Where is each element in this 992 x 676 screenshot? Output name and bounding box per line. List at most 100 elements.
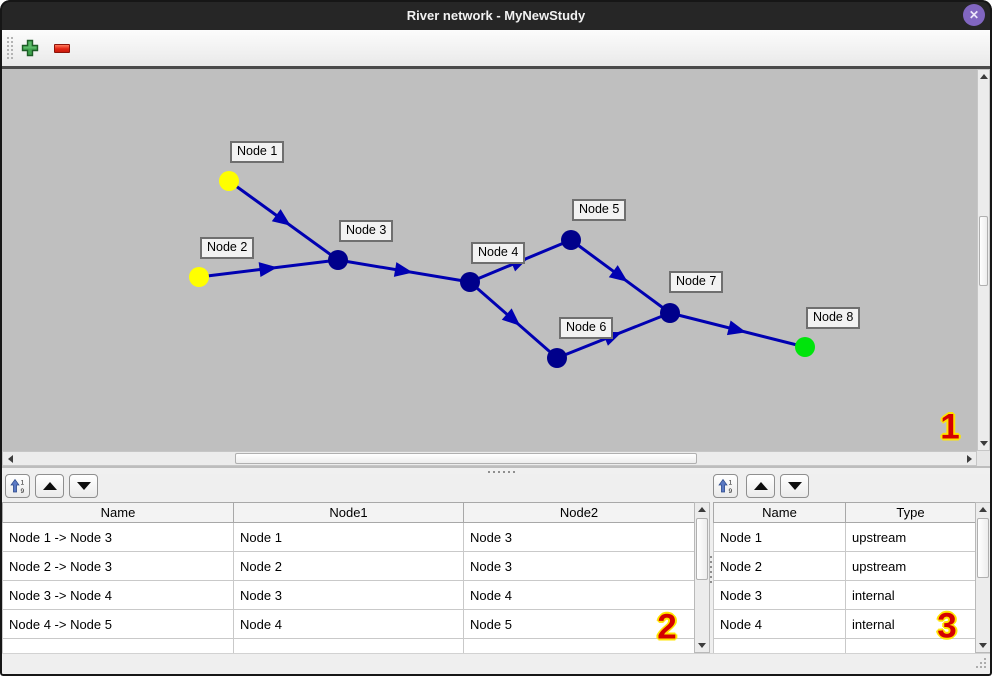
network-node[interactable] — [460, 272, 480, 292]
node-label[interactable]: Node 5 — [572, 199, 627, 221]
sort-ascending-icon: 1 9 — [9, 478, 24, 494]
node-label[interactable]: Node 4 — [471, 242, 526, 264]
link-node2-cell[interactable]: Node 3 — [463, 551, 694, 581]
som-mark: 3 — [937, 606, 957, 646]
node-type-cell[interactable]: upstream — [845, 522, 975, 552]
link-name-cell[interactable]: Node 3 -> Node 4 — [2, 580, 234, 610]
scrollbar-corner — [977, 451, 990, 466]
edge-arrow-icon — [501, 308, 521, 326]
links-table-row: Node 2 -> Node 3 Node 2 Node 3 — [2, 551, 694, 581]
arrow-down-icon — [979, 441, 988, 446]
network-node[interactable] — [795, 337, 815, 357]
nodes-table-row: Node 2 upstream — [713, 551, 975, 581]
arrow-up-icon — [698, 507, 706, 512]
nodes-table-header-row: Name Type — [713, 502, 975, 523]
scrollbar-thumb[interactable] — [235, 453, 697, 464]
links-table-scrollbar[interactable] — [694, 502, 710, 653]
nodes-header-type[interactable]: Type — [845, 502, 975, 523]
links-table: Name Node1 Node2 Node 1 -> Node 3 Node 1… — [2, 502, 694, 653]
node-label[interactable]: Node 7 — [669, 271, 724, 293]
nodes-move-up-button[interactable] — [746, 474, 775, 498]
scrollbar-thumb[interactable] — [696, 518, 708, 580]
svg-text:9: 9 — [728, 488, 732, 494]
links-header-node1[interactable]: Node1 — [233, 502, 464, 523]
link-node1-cell[interactable]: Node 4 — [233, 609, 464, 639]
links-table-header-row: Name Node1 Node2 — [2, 502, 694, 523]
links-header-name[interactable]: Name — [2, 502, 234, 523]
node-type-cell[interactable]: upstream — [845, 551, 975, 581]
resize-grip-icon[interactable] — [984, 666, 986, 668]
add-button[interactable] — [18, 36, 42, 60]
window-title: River network - MyNewStudy — [406, 7, 586, 23]
network-node[interactable] — [547, 348, 567, 368]
node-label[interactable]: Node 6 — [559, 317, 614, 339]
scroll-up-button[interactable] — [978, 70, 989, 83]
scroll-down-button[interactable] — [695, 639, 709, 652]
arrow-up-icon — [979, 507, 987, 512]
link-node2-cell[interactable]: Node 3 — [463, 522, 694, 552]
horizontal-splitter[interactable] — [0, 466, 992, 474]
node-label[interactable]: Node 3 — [339, 220, 394, 242]
node-name-cell[interactable]: Node 2 — [713, 551, 846, 581]
network-node[interactable] — [328, 250, 348, 270]
minus-icon — [54, 43, 70, 53]
network-node[interactable] — [219, 171, 239, 191]
canvas-vertical-scrollbar[interactable] — [977, 69, 990, 451]
remove-button[interactable] — [50, 36, 74, 60]
scrollbar-thumb[interactable] — [979, 216, 988, 286]
node-label[interactable]: Node 8 — [806, 307, 861, 329]
canvas-horizontal-scrollbar[interactable] — [2, 451, 977, 466]
toolbar-separator — [0, 66, 992, 69]
links-empty-row — [2, 638, 694, 653]
nodes-move-down-button[interactable] — [780, 474, 809, 498]
vertical-splitter-handle[interactable] — [710, 556, 712, 583]
nodes-table-scrollbar[interactable] — [975, 502, 991, 653]
link-name-cell[interactable]: Node 1 -> Node 3 — [2, 522, 234, 552]
scroll-left-button[interactable] — [3, 452, 17, 465]
links-sort-button[interactable]: 1 9 — [5, 474, 30, 498]
svg-text:1: 1 — [728, 480, 732, 487]
arrow-down-icon — [698, 643, 706, 648]
river-network-canvas[interactable]: Node 1 Node 2 Node 3 Node 4 Node 5 Node 6 Node… — [2, 69, 977, 451]
som-mark: 2 — [657, 607, 677, 647]
arrow-up-icon — [979, 74, 988, 79]
close-icon: ✕ — [968, 8, 980, 22]
nodes-sort-button[interactable]: 1 9 — [713, 474, 738, 498]
node-name-cell[interactable]: Node 3 — [713, 580, 846, 610]
splitter-handle-icon — [488, 471, 515, 473]
node-name-cell[interactable]: Node 4 — [713, 609, 846, 639]
triangle-up-icon — [42, 482, 57, 490]
link-node1-cell[interactable]: Node 3 — [233, 580, 464, 610]
links-table-row: Node 4 -> Node 5 Node 4 Node 5 — [2, 609, 694, 639]
scroll-up-button[interactable] — [976, 503, 990, 516]
links-move-up-button[interactable] — [35, 474, 64, 498]
link-name-cell[interactable]: Node 2 -> Node 3 — [2, 551, 234, 581]
node-label[interactable]: Node 1 — [230, 141, 285, 163]
node-type-cell[interactable]: internal — [845, 609, 975, 639]
link-node2-cell[interactable]: Node 4 — [463, 580, 694, 610]
scrollbar-thumb[interactable] — [977, 518, 989, 578]
network-node[interactable] — [189, 267, 209, 287]
link-node2-cell[interactable]: Node 5 — [463, 609, 694, 639]
close-button[interactable]: ✕ — [963, 4, 985, 26]
scroll-down-button[interactable] — [978, 437, 989, 450]
links-move-down-button[interactable] — [69, 474, 98, 498]
nodes-header-name[interactable]: Name — [713, 502, 846, 523]
triangle-down-icon — [787, 482, 802, 490]
network-node[interactable] — [561, 230, 581, 250]
scroll-up-button[interactable] — [695, 503, 709, 516]
scroll-down-button[interactable] — [976, 639, 990, 652]
link-node1-cell[interactable]: Node 2 — [233, 551, 464, 581]
triangle-down-icon — [76, 482, 91, 490]
node-name-cell[interactable]: Node 1 — [713, 522, 846, 552]
status-bar — [0, 653, 992, 674]
network-node[interactable] — [660, 303, 680, 323]
node-label[interactable]: Node 2 — [200, 237, 255, 259]
links-header-node2[interactable]: Node2 — [463, 502, 694, 523]
node-type-cell[interactable]: internal — [845, 580, 975, 610]
link-node1-cell[interactable]: Node 1 — [233, 522, 464, 552]
scroll-right-button[interactable] — [962, 452, 976, 465]
toolbar-drag-handle[interactable] — [7, 37, 13, 59]
link-name-cell[interactable]: Node 4 -> Node 5 — [2, 609, 234, 639]
